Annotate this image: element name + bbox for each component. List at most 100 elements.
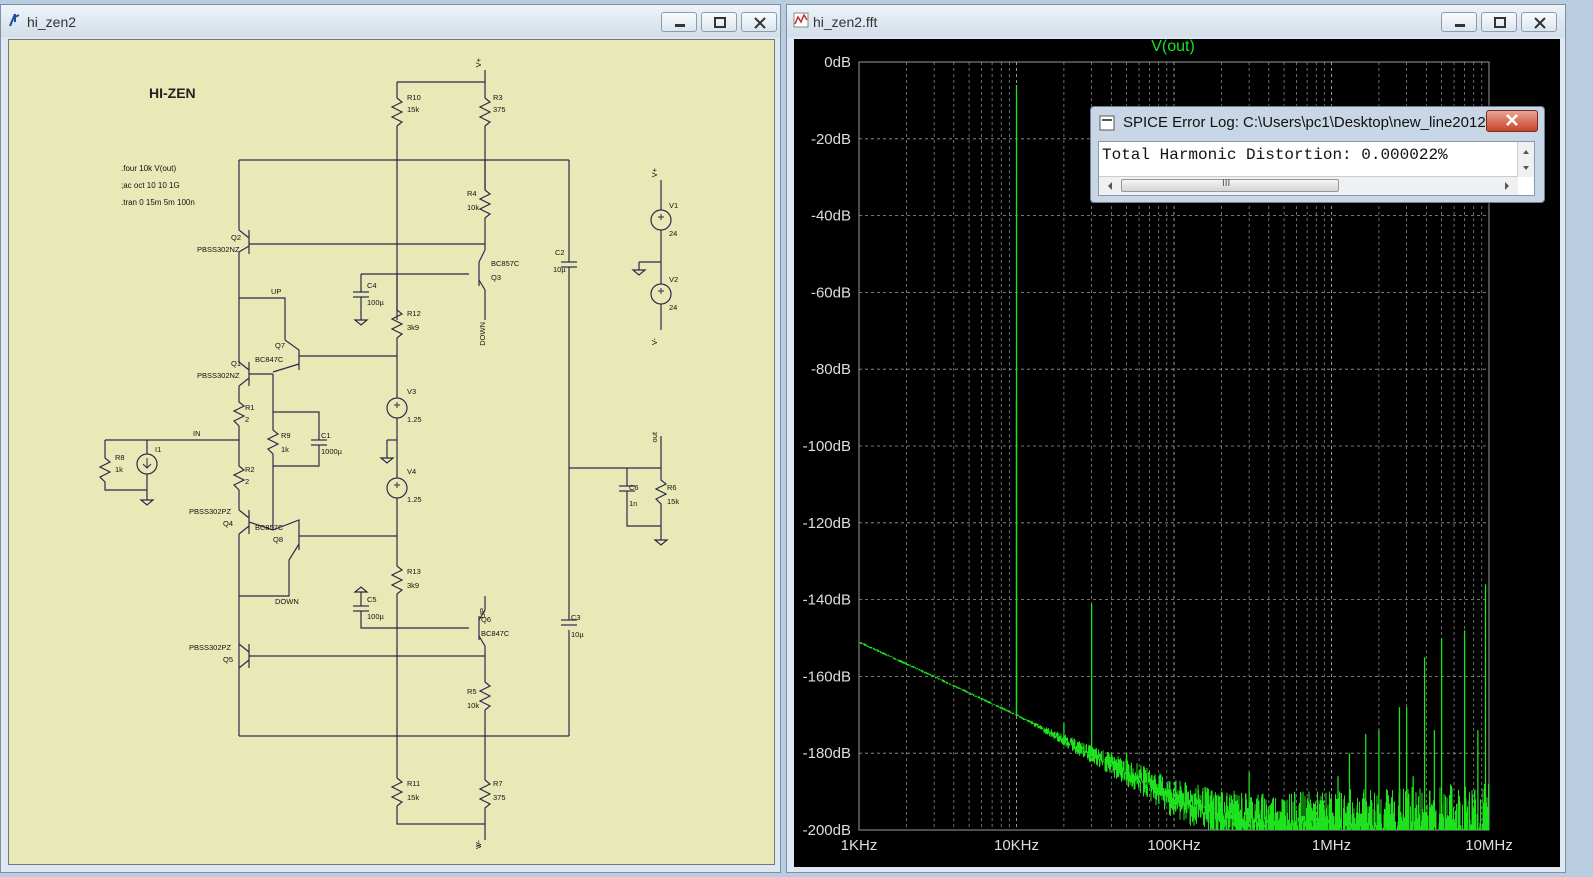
label-q3v[interactable]: BC857C bbox=[491, 259, 520, 268]
label-r6[interactable]: R6 bbox=[667, 483, 677, 492]
label-out[interactable]: out bbox=[650, 431, 659, 442]
fft-minimize-button[interactable] bbox=[1441, 12, 1477, 32]
label-c2[interactable]: C2 bbox=[555, 248, 565, 257]
maximize-button[interactable] bbox=[701, 12, 737, 32]
label-q6[interactable]: Q6 bbox=[481, 615, 491, 624]
label-r8v[interactable]: 1k bbox=[115, 465, 123, 474]
label-c1[interactable]: C1 bbox=[321, 431, 331, 440]
label-r13[interactable]: R13 bbox=[407, 567, 421, 576]
label-r5v[interactable]: 10k bbox=[467, 701, 479, 710]
label-v2v[interactable]: 24 bbox=[669, 303, 677, 312]
label-c3v[interactable]: 10µ bbox=[571, 630, 584, 639]
dialog-close-button[interactable] bbox=[1486, 110, 1538, 132]
label-r11[interactable]: R11 bbox=[407, 779, 420, 788]
label-r2v[interactable]: 2 bbox=[245, 477, 249, 486]
label-q5[interactable]: Q5 bbox=[223, 655, 233, 664]
label-c5[interactable]: C5 bbox=[367, 595, 377, 604]
label-i1[interactable]: I1 bbox=[155, 445, 161, 454]
fft-chart[interactable]: 0dB-20dB-40dB-60dB-80dB-100dB-120dB-140d… bbox=[794, 39, 1560, 867]
y-tick-label: 0dB bbox=[824, 54, 851, 71]
label-r12v[interactable]: 3k9 bbox=[407, 323, 419, 332]
minimize-button[interactable] bbox=[661, 12, 697, 32]
label-r8[interactable]: R8 bbox=[115, 453, 125, 462]
error-log-textbox[interactable]: Total Harmonic Distortion: 0.000022% III bbox=[1098, 141, 1535, 196]
vertical-scrollbar[interactable] bbox=[1517, 142, 1534, 177]
label-q7[interactable]: Q7 bbox=[275, 341, 285, 350]
label-q2[interactable]: Q2 bbox=[231, 233, 241, 242]
scroll-left-icon[interactable] bbox=[1102, 178, 1118, 194]
label-c1v[interactable]: 1000µ bbox=[321, 447, 343, 456]
label-v4v[interactable]: 1.25 bbox=[407, 495, 422, 504]
schematic-titlebar[interactable]: hi_zen2 bbox=[1, 5, 780, 37]
spice-error-log-dialog[interactable]: SPICE Error Log: C:\Users\pc1\Desktop\ne… bbox=[1090, 106, 1545, 203]
label-q1v[interactable]: PBSS302NZ bbox=[197, 371, 240, 380]
label-q2v[interactable]: PBSS302NZ bbox=[197, 245, 240, 254]
label-r3[interactable]: R3 bbox=[493, 93, 503, 102]
label-q8[interactable]: Q8 bbox=[273, 535, 283, 544]
label-r1[interactable]: R1 bbox=[245, 403, 255, 412]
label-r10v[interactable]: 15k bbox=[407, 105, 419, 114]
label-r7v[interactable]: 375 bbox=[493, 793, 506, 802]
label-down2[interactable]: DOWN bbox=[275, 597, 299, 606]
label-vminus2[interactable]: V- bbox=[474, 840, 483, 848]
y-tick-label: -180dB bbox=[803, 745, 851, 762]
label-q6v[interactable]: BC847C bbox=[481, 629, 510, 638]
label-r4v[interactable]: 10k bbox=[467, 203, 479, 212]
label-r4[interactable]: R4 bbox=[467, 189, 477, 198]
label-down1[interactable]: DOWN bbox=[478, 322, 487, 346]
horizontal-scrollbar[interactable]: III bbox=[1099, 176, 1518, 195]
label-q8v[interactable]: BC857C bbox=[255, 523, 284, 532]
scroll-right-icon[interactable] bbox=[1499, 178, 1515, 194]
label-q7v[interactable]: BC847C bbox=[255, 355, 284, 364]
label-v2[interactable]: V2 bbox=[669, 275, 678, 284]
label-r11v[interactable]: 15k bbox=[407, 793, 419, 802]
label-r13v[interactable]: 3k9 bbox=[407, 581, 419, 590]
label-c4[interactable]: C4 bbox=[367, 281, 377, 290]
label-v1[interactable]: V1 bbox=[669, 201, 678, 210]
label-r10[interactable]: R10 bbox=[407, 93, 421, 102]
label-q4v[interactable]: PBSS302PZ bbox=[189, 507, 232, 516]
fft-maximize-button[interactable] bbox=[1481, 12, 1517, 32]
label-r9v[interactable]: 1k bbox=[281, 445, 289, 454]
directive-tran[interactable]: .tran 0 15m 5m 100n bbox=[121, 198, 195, 207]
label-v4[interactable]: V4 bbox=[407, 467, 416, 476]
label-r6v[interactable]: 15k bbox=[667, 497, 679, 506]
label-vplus1[interactable]: V+ bbox=[474, 57, 483, 67]
label-c6v[interactable]: 1n bbox=[629, 499, 637, 508]
label-r12[interactable]: R12 bbox=[407, 309, 421, 318]
label-up2[interactable]: UP bbox=[478, 608, 487, 618]
schematic-heading: HI-ZEN bbox=[149, 85, 196, 101]
label-q1[interactable]: Q1 bbox=[231, 359, 241, 368]
label-v3v[interactable]: 1.25 bbox=[407, 415, 422, 424]
label-c6[interactable]: C6 bbox=[629, 483, 639, 492]
label-r9[interactable]: R9 bbox=[281, 431, 291, 440]
label-vminus3[interactable]: V- bbox=[650, 338, 659, 346]
fft-close-button[interactable] bbox=[1521, 12, 1557, 32]
label-c4v[interactable]: 100µ bbox=[367, 298, 385, 307]
label-vplus2[interactable]: V+ bbox=[650, 167, 659, 177]
scroll-thumb[interactable]: III bbox=[1121, 178, 1339, 192]
label-vminus1[interactable]: V- bbox=[474, 842, 483, 850]
directive-ac[interactable]: ;ac oct 10 10 1G bbox=[121, 181, 180, 190]
label-r7[interactable]: R7 bbox=[493, 779, 503, 788]
label-v3[interactable]: V3 bbox=[407, 387, 416, 396]
label-c5v[interactable]: 100µ bbox=[367, 612, 385, 621]
label-v1v[interactable]: 24 bbox=[669, 229, 677, 238]
fft-titlebar[interactable]: hi_zen2.fft bbox=[787, 5, 1565, 37]
close-button[interactable] bbox=[741, 12, 777, 32]
scroll-up-icon[interactable] bbox=[1518, 144, 1534, 160]
label-q5v[interactable]: PBSS302PZ bbox=[189, 643, 232, 652]
directive-four[interactable]: .four 10k V(out) bbox=[121, 164, 177, 173]
label-q4[interactable]: Q4 bbox=[223, 519, 233, 528]
label-q3[interactable]: Q3 bbox=[491, 273, 501, 282]
scroll-down-icon[interactable] bbox=[1518, 160, 1534, 176]
label-r5[interactable]: R5 bbox=[467, 687, 477, 696]
label-c3[interactable]: C3 bbox=[571, 613, 581, 622]
label-up1[interactable]: UP bbox=[271, 287, 281, 296]
label-r1v[interactable]: 2 bbox=[245, 415, 249, 424]
label-in[interactable]: IN bbox=[193, 429, 201, 438]
label-r2[interactable]: R2 bbox=[245, 465, 255, 474]
label-c2v[interactable]: 10µ bbox=[553, 265, 566, 274]
label-r3v[interactable]: 375 bbox=[493, 105, 506, 114]
